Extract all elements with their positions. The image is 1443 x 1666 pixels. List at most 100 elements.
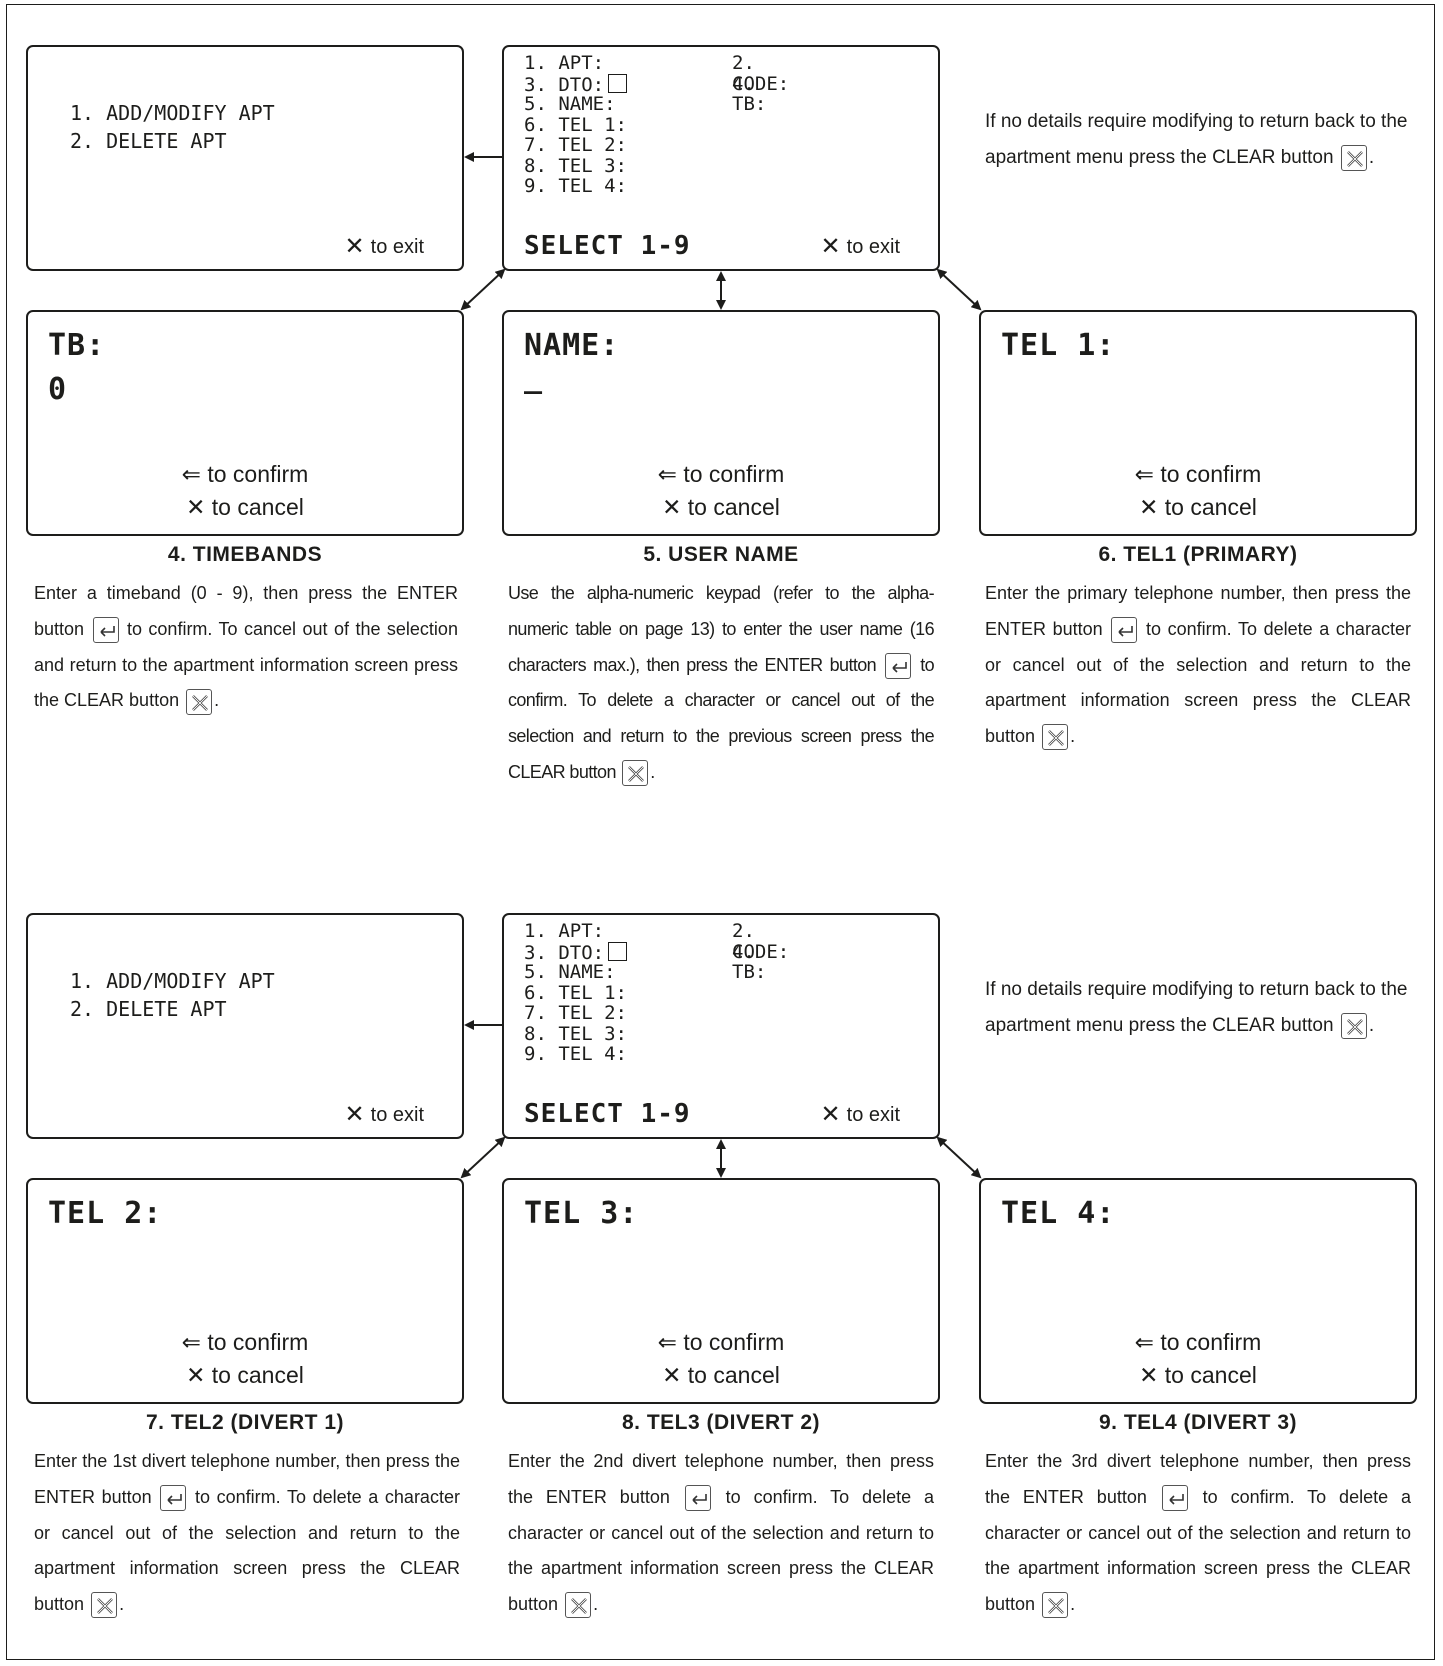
confirm-hint: ⇐ to confirm: [28, 458, 462, 491]
side-note-text: If no details require modifying to retur…: [985, 111, 1408, 168]
instruction-part: .: [1070, 1594, 1076, 1615]
side-note: If no details require modifying to retur…: [985, 104, 1413, 176]
select-prompt: SELECT 1-9: [524, 1099, 691, 1129]
info-row: 9. TEL 4:: [524, 1044, 627, 1065]
instruction-text: Enter the 2nd divert telephone number, t…: [508, 1444, 934, 1623]
cancel-label: to cancel: [211, 494, 304, 520]
section-caption: 5. USER NAME: [643, 543, 799, 566]
screen-title: TEL 4:: [1001, 1196, 1116, 1231]
cancel-label: to cancel: [687, 1362, 780, 1388]
side-note: If no details require modifying to retur…: [985, 972, 1413, 1044]
info-row: 1. APT:2. CODE:: [524, 921, 789, 962]
enter-button-icon: [684, 1485, 711, 1512]
exit-label: to exit: [846, 235, 900, 258]
field-tel1: 6. TEL 1:: [524, 113, 627, 136]
confirm-cancel-hints: ⇐ to confirm ✕ to cancel: [504, 458, 938, 524]
cancel-hint: ✕ to cancel: [504, 1359, 938, 1392]
instruction-part: to confirm. To delete a character or can…: [985, 1486, 1411, 1615]
clear-icon: ✕: [186, 1362, 212, 1388]
instruction-part: to confirm. To delete a character or can…: [985, 618, 1411, 747]
confirm-cancel-hints: ⇐ to confirm ✕ to cancel: [504, 1326, 938, 1392]
confirm-hint: ⇐ to confirm: [981, 458, 1415, 491]
info-row: 7. TEL 2:: [524, 1003, 627, 1024]
apartment-menu-screen: 1. ADD/MODIFY APT 2. DELETE APT ✕ to exi…: [26, 45, 464, 271]
tel2-screen: TEL 2: ⇐ to confirm ✕ to cancel: [26, 1178, 464, 1404]
clear-icon: ✕: [820, 233, 841, 260]
field-tel3: 8. TEL 3:: [524, 1022, 627, 1045]
field-tel4: 9. TEL 4:: [524, 1043, 627, 1065]
apartment-info-screen: 1. APT:2. CODE: 3. DTO:4. TB: 5. NAME: 6…: [502, 913, 940, 1139]
confirm-label: to confirm: [207, 461, 309, 487]
field-code: 2. CODE:: [732, 920, 790, 963]
clear-icon: ✕: [820, 1101, 841, 1128]
screen-title: TB:: [48, 328, 106, 363]
instruction-part: to confirm. To delete a character or can…: [508, 654, 935, 782]
clear-icon: ✕: [662, 494, 688, 520]
instruction-text: Enter the primary telephone number, then…: [985, 576, 1411, 755]
tel1-screen: TEL 1: ⇐ to confirm ✕ to cancel: [979, 310, 1417, 536]
clear-icon: ✕: [186, 494, 212, 520]
confirm-hint: ⇐ to confirm: [981, 1326, 1415, 1359]
screen-title: TEL 1:: [1001, 328, 1116, 363]
confirm-label: to confirm: [683, 1329, 785, 1355]
field-name: 5. NAME:: [524, 961, 616, 983]
confirm-label: to confirm: [1160, 461, 1262, 487]
cancel-label: to cancel: [1164, 494, 1257, 520]
info-row: 3. DTO:4. TB:: [524, 73, 766, 114]
instruction-part: .: [119, 1594, 125, 1615]
instruction-part: to confirm. To delete a character or can…: [508, 1486, 934, 1615]
clear-button-icon: [1340, 1012, 1367, 1039]
info-row: 7. TEL 2:: [524, 135, 627, 156]
side-note-text: If no details require modifying to retur…: [985, 979, 1408, 1036]
field-dto: 3. DTO:: [524, 941, 605, 964]
user-name-screen: NAME: _ ⇐ to confirm ✕ to cancel: [502, 310, 940, 536]
dto-checkbox: [608, 73, 628, 93]
clear-icon: ✕: [344, 1101, 365, 1128]
info-row: 8. TEL 3:: [524, 1022, 627, 1045]
enter-icon: ⇐: [181, 461, 208, 487]
instruction-part: Enter the primary telephone number, then…: [985, 583, 1411, 639]
cancel-hint: ✕ to cancel: [504, 491, 938, 524]
info-row: 9. TEL 4:: [524, 176, 627, 197]
field-tel3: 8. TEL 3:: [524, 154, 627, 177]
clear-button-icon: [565, 1592, 592, 1619]
cancel-label: to cancel: [211, 1362, 304, 1388]
enter-button-icon: [1161, 1485, 1188, 1512]
enter-icon: ⇐: [657, 1329, 684, 1355]
clear-button-icon: [91, 1592, 118, 1619]
page-frame: [6, 4, 1435, 1660]
dto-checkbox: [608, 941, 628, 961]
enter-icon: ⇐: [1134, 1329, 1161, 1355]
confirm-cancel-hints: ⇐ to confirm ✕ to cancel: [981, 458, 1415, 524]
side-note-end: .: [1368, 1015, 1375, 1036]
confirm-label: to confirm: [207, 1329, 309, 1355]
clear-icon: ✕: [344, 233, 365, 260]
info-row: 3. DTO:4. TB:: [524, 941, 766, 982]
instruction-part: .: [650, 761, 655, 782]
screen-title: TEL 2:: [48, 1196, 163, 1231]
instruction-part: to confirm. To delete a character or can…: [34, 1486, 460, 1615]
section-caption: 8. TEL3 (DIVERT 2): [621, 1411, 821, 1434]
instruction-part: .: [214, 690, 220, 711]
confirm-hint: ⇐ to confirm: [28, 1326, 462, 1359]
apartment-menu-screen: 1. ADD/MODIFY APT 2. DELETE APT ✕ to exi…: [26, 913, 464, 1139]
info-fields: 1. APT:2. CODE: 3. DTO:4. TB: 5. NAME: 6…: [524, 53, 789, 197]
tel3-screen: TEL 3: ⇐ to confirm ✕ to cancel: [502, 1178, 940, 1404]
section-caption: 6. TEL1 (PRIMARY): [1098, 543, 1298, 566]
instruction-text: Use the alpha-numeric keypad (refer to t…: [508, 576, 935, 791]
instruction-text: Enter the 3rd divert telephone number, t…: [985, 1444, 1411, 1623]
instruction-part: Use the alpha-numeric keypad (refer to t…: [508, 583, 935, 675]
screen-title: TEL 3:: [524, 1196, 639, 1231]
section-caption: 4. TIMEBANDS: [167, 543, 323, 566]
side-note-end: .: [1368, 147, 1375, 168]
confirm-cancel-hints: ⇐ to confirm ✕ to cancel: [28, 458, 462, 524]
instruction-text: Enter the 1st divert telephone number, t…: [34, 1444, 460, 1623]
confirm-hint: ⇐ to confirm: [504, 458, 938, 491]
exit-hint: ✕ to exit: [821, 1103, 900, 1127]
menu-options: 1. ADD/MODIFY APT 2. DELETE APT: [70, 101, 275, 153]
instruction-part: Enter a timeband (0 - 9), then press the…: [34, 583, 458, 639]
field-tel2: 7. TEL 2:: [524, 134, 627, 156]
section-caption: 9. TEL4 (DIVERT 3): [1098, 1411, 1298, 1434]
clear-icon: ✕: [1139, 1362, 1165, 1388]
field-name: 5. NAME:: [524, 93, 616, 115]
